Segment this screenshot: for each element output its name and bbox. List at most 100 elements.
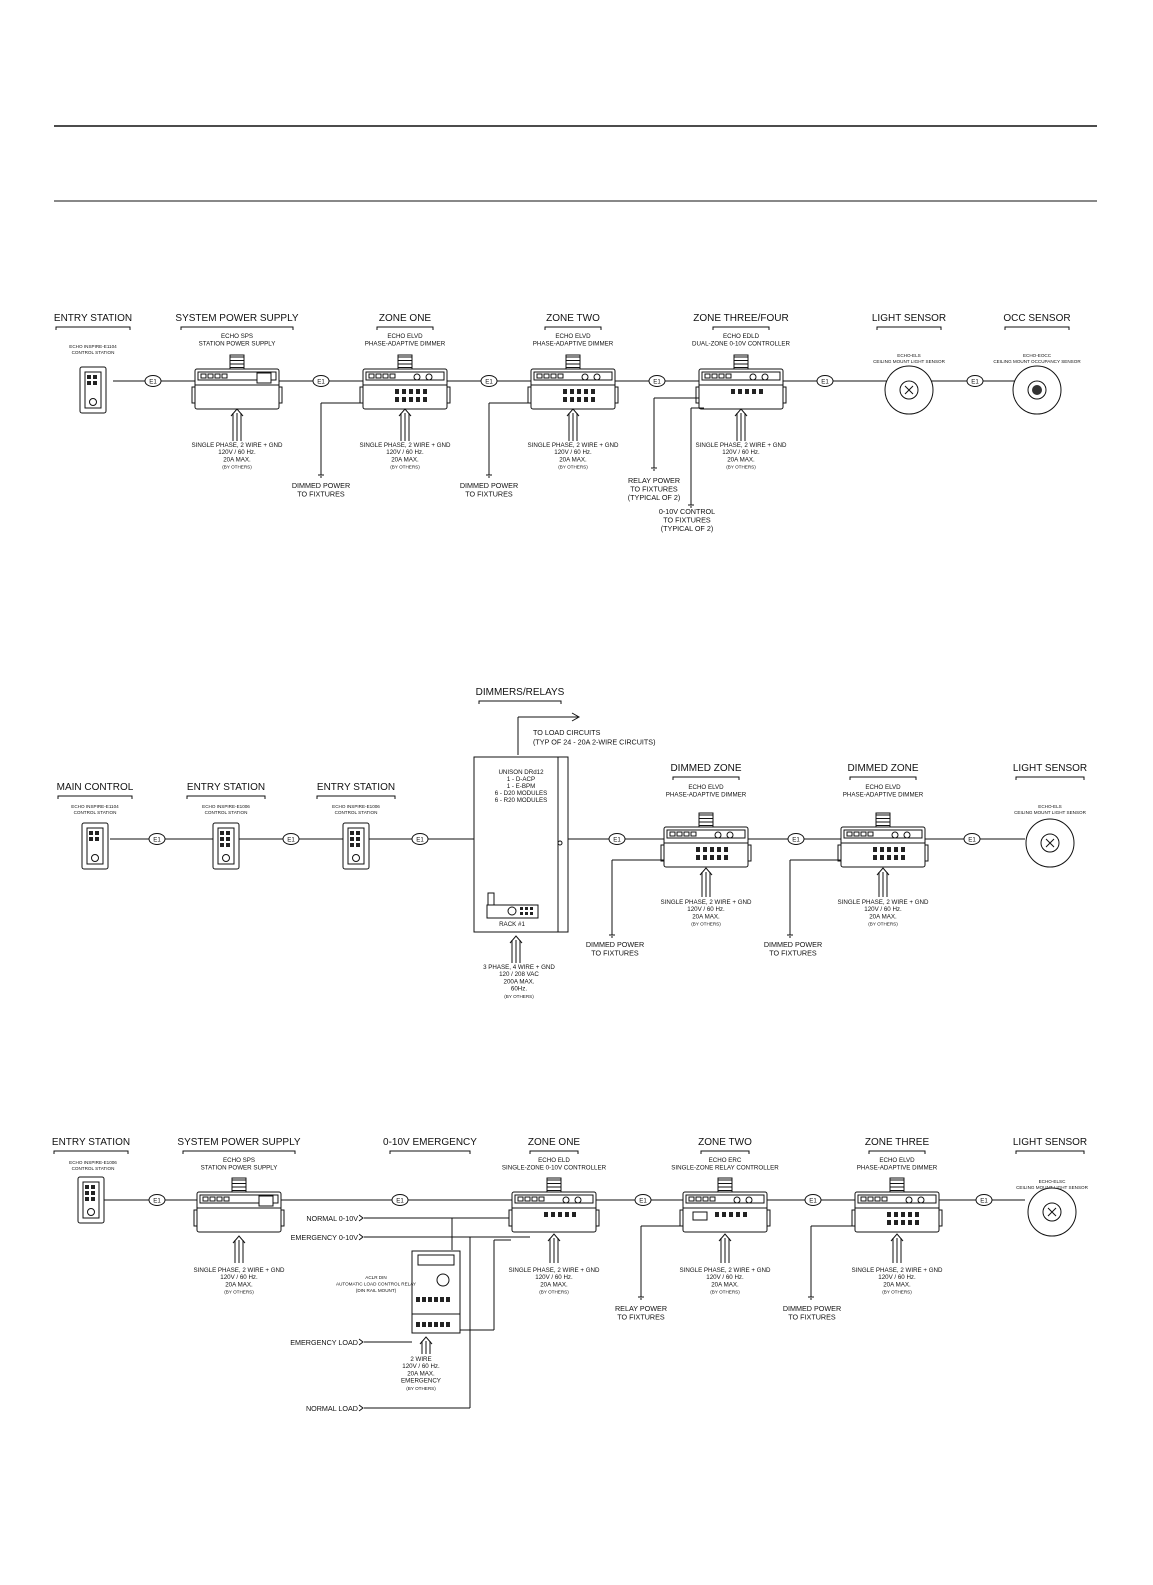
wire-tag: E1 bbox=[148, 1194, 166, 1206]
supply-spec: 120V / 60 Hz. bbox=[878, 1274, 916, 1281]
wire-tag-oval bbox=[144, 375, 162, 387]
pir-dome bbox=[1032, 385, 1042, 395]
control-knob bbox=[749, 373, 757, 381]
terminal-block bbox=[688, 1196, 695, 1202]
supply-feed-arrow bbox=[230, 408, 244, 441]
component-header-label: ENTRY STATION bbox=[317, 782, 395, 793]
module-top-rail bbox=[533, 371, 613, 381]
wiring-terminal bbox=[894, 855, 898, 860]
din-relay-terminal bbox=[446, 1322, 450, 1327]
supply-spec: (BY OTHERS) bbox=[726, 465, 756, 470]
supply-feed-arrow bbox=[398, 408, 412, 441]
wiring-terminal bbox=[696, 847, 700, 852]
terminal-block bbox=[557, 373, 564, 379]
terminal-marker bbox=[358, 1404, 364, 1412]
wiring-terminal bbox=[402, 389, 406, 394]
supply-spec: SINGLE PHASE, 2 WIRE + GND bbox=[696, 442, 787, 449]
component-name: AUTOMATIC LOAD CONTROL RELAY bbox=[336, 1282, 416, 1287]
module-top-rail bbox=[701, 371, 781, 381]
module-side-tab bbox=[747, 844, 752, 862]
wire-tag-oval bbox=[608, 833, 626, 845]
wiring-terminal bbox=[887, 855, 891, 860]
output-label: DIMMED POWER bbox=[460, 481, 518, 490]
wire-tag: E1 bbox=[966, 375, 984, 387]
component-name: SINGLE-ZONE RELAY CONTROLLER bbox=[671, 1165, 779, 1172]
dimmer-module-icon bbox=[660, 812, 752, 868]
wiring-terminal bbox=[901, 1220, 905, 1225]
wiring-terminal bbox=[901, 855, 905, 860]
supply-arrowhead bbox=[230, 408, 244, 417]
terminal-block bbox=[202, 1196, 209, 1202]
wiring-terminal bbox=[584, 389, 588, 394]
supply-arrowhead bbox=[547, 1233, 561, 1242]
dimmer-module-icon bbox=[527, 354, 619, 410]
wire-tag: E1 bbox=[144, 375, 162, 387]
terminal-block bbox=[536, 373, 543, 379]
wiring-terminal bbox=[423, 397, 427, 402]
component-header: DIMMED ZONE bbox=[670, 763, 742, 780]
rack-key bbox=[520, 907, 523, 910]
module-side-tab bbox=[280, 1209, 285, 1227]
wire-tag-label: E1 bbox=[792, 837, 800, 844]
supply-feed-arrow bbox=[718, 1233, 732, 1263]
component-name: STATION POWER SUPPLY bbox=[199, 341, 276, 348]
din-relay-terminal bbox=[422, 1322, 426, 1327]
control-knob bbox=[425, 373, 433, 381]
header-bracket bbox=[700, 1150, 750, 1154]
module-side-tab bbox=[782, 386, 787, 404]
supply-arrowhead bbox=[718, 1233, 732, 1242]
control-knob bbox=[574, 1196, 582, 1204]
terminal-block bbox=[711, 373, 718, 379]
component-header-label: SYSTEM POWER SUPPLY bbox=[177, 1137, 301, 1148]
wire-tag: E1 bbox=[963, 833, 981, 845]
component-header-label: ZONE TWO bbox=[546, 313, 600, 324]
supply-spec: SINGLE PHASE, 2 WIRE + GND bbox=[194, 1267, 285, 1274]
supply-spec: (BY OTHERS) bbox=[882, 1290, 912, 1295]
supply-arrowhead bbox=[699, 867, 713, 876]
terminal-block bbox=[221, 373, 228, 379]
component-header: ZONE ONE bbox=[376, 313, 434, 330]
component-name: CEILING MOUNT LIGHT SENSOR bbox=[1016, 1185, 1088, 1190]
keypad-button bbox=[87, 381, 91, 385]
wire-tag-label: E1 bbox=[613, 837, 621, 844]
terminal-block bbox=[531, 1196, 538, 1202]
supply-feed-arrow bbox=[509, 935, 523, 963]
terminal-block bbox=[690, 831, 697, 837]
terminal-block bbox=[375, 373, 382, 379]
din-relay-terminal bbox=[428, 1297, 432, 1302]
output-label: TO FIXTURES bbox=[617, 1313, 665, 1322]
wiring-terminal bbox=[710, 855, 714, 860]
wire-tag-oval bbox=[148, 1194, 166, 1206]
module-side-tab bbox=[193, 1209, 198, 1227]
supply-feed-arrow bbox=[876, 867, 890, 897]
header-bracket bbox=[53, 1150, 129, 1154]
module-top-rail bbox=[514, 1194, 594, 1204]
dimmer-module-icon bbox=[837, 812, 929, 868]
ir-receiver bbox=[89, 398, 97, 406]
wire-tag: E1 bbox=[648, 375, 666, 387]
component-header-label: ZONE ONE bbox=[379, 313, 432, 324]
module-side-tab bbox=[766, 1209, 771, 1227]
supply-feed-arrow bbox=[890, 1233, 904, 1263]
wiring-terminal bbox=[722, 1212, 726, 1217]
sensor-crosshair bbox=[904, 385, 914, 395]
terminal-block bbox=[524, 1196, 531, 1202]
wiring-terminal bbox=[402, 397, 406, 402]
ir-receiver bbox=[352, 854, 360, 862]
component-name: ECHO INSPIRE-E1006 bbox=[202, 804, 250, 809]
module-top-rail bbox=[666, 829, 746, 839]
supply-spec: 3 PHASE, 4 WIRE + GND bbox=[483, 964, 555, 971]
wire-tag-label: E1 bbox=[153, 837, 161, 844]
keypad-button bbox=[91, 1185, 95, 1189]
wiring-terminal bbox=[729, 1212, 733, 1217]
keypad-button bbox=[89, 837, 93, 841]
wiring-terminal bbox=[743, 1212, 747, 1217]
wire-tag: E1 bbox=[282, 833, 300, 845]
supply-spec: SINGLE PHASE, 2 WIRE + GND bbox=[528, 442, 619, 449]
